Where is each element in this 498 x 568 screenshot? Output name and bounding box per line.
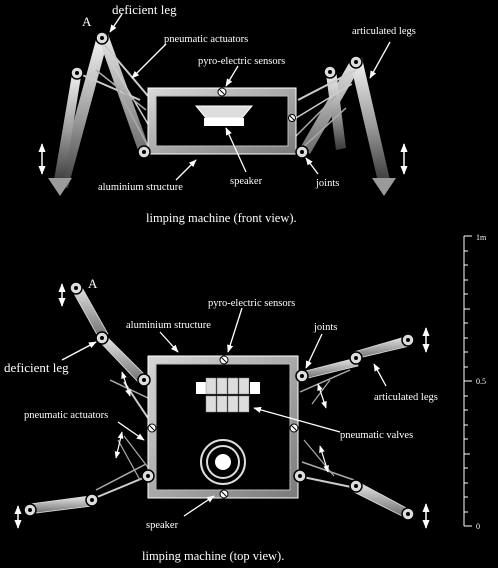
front-aluminium-structure-label: aluminium structure <box>98 182 183 193</box>
scale-label-bottom: 0 <box>476 522 480 531</box>
top-pyro-sensors-label: pyro-electric sensors <box>208 298 295 309</box>
top-pneumatic-actuators-label: pneumatic actuators <box>24 410 108 421</box>
front-left-leg-lower <box>54 70 82 182</box>
top-articulated-legs-label: articulated legs <box>374 392 438 403</box>
top-leg-marker: A <box>88 276 98 291</box>
front-right-leg-lower <box>350 58 390 182</box>
top-speaker-label: speaker <box>146 520 179 531</box>
top-speaker-cone <box>215 454 231 470</box>
top-view: A pyro-electric sensors aluminium struct… <box>4 276 438 563</box>
front-speaker-magnet <box>204 118 244 126</box>
front-speaker-cone <box>194 105 254 119</box>
scale-bar: 1m 0.5 0 <box>463 233 487 531</box>
front-pyro-sensors-label: pyro-electric sensors <box>198 56 285 67</box>
front-leg-marker: A <box>82 14 92 29</box>
front-right-leg-outer <box>326 70 346 150</box>
front-left-foot <box>48 178 72 196</box>
scale-label-top: 1m <box>476 233 487 242</box>
front-articulated-legs-label: articulated legs <box>352 26 416 37</box>
front-speaker-label: speaker <box>230 176 263 187</box>
top-view-caption: limping machine (top view). <box>142 549 284 563</box>
top-pneumatic-valves <box>196 377 260 413</box>
front-deficient-leg-label: deficient leg <box>112 2 177 17</box>
front-view-caption: limping machine (front view). <box>146 211 297 225</box>
front-right-foot <box>372 178 396 196</box>
top-deficient-leg-label: deficient leg <box>4 360 69 375</box>
top-pneumatic-valves-label: pneumatic valves <box>340 430 413 441</box>
top-left-lower-link <box>27 495 93 515</box>
top-joints-label: joints <box>313 322 337 333</box>
top-aluminium-structure-label: aluminium structure <box>126 320 211 331</box>
front-joints-label: joints <box>315 178 339 189</box>
scale-label-middle: 0.5 <box>476 377 486 386</box>
front-view: A deficient leg pneumatic actuators pyro… <box>38 2 416 225</box>
front-pneumatic-actuators-label: pneumatic actuators <box>164 34 248 45</box>
front-left-leg-upper <box>99 34 150 156</box>
